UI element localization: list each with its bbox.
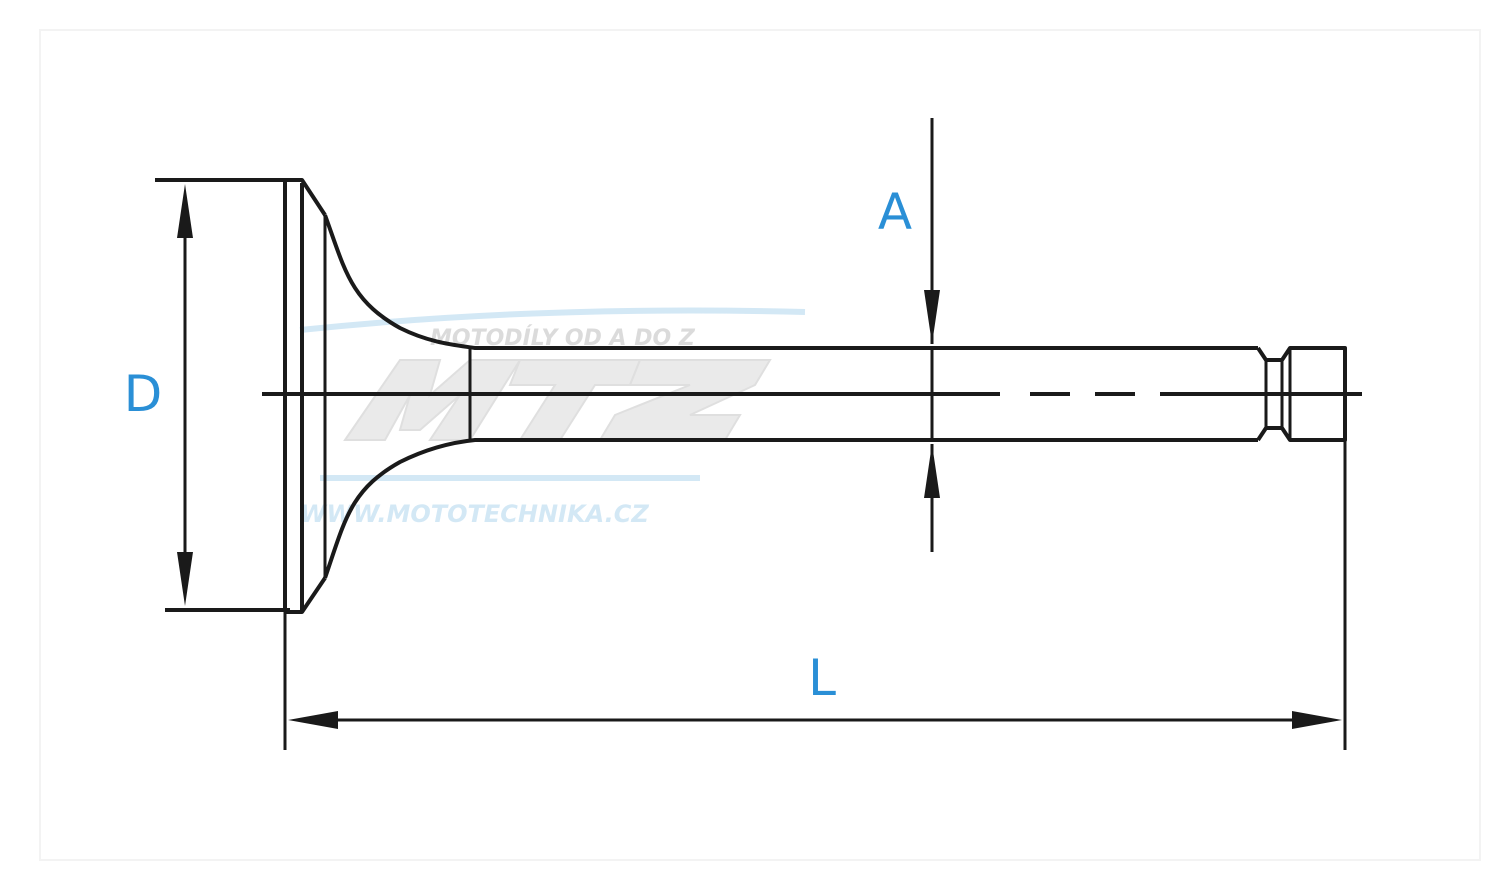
d-arrow-top — [177, 184, 193, 238]
a-arrow-top — [924, 290, 940, 344]
l-arrow-right — [1292, 711, 1342, 729]
valve-head-top — [285, 178, 327, 217]
dimension-a — [924, 118, 940, 552]
a-arrow-bottom — [924, 444, 940, 498]
mtz-swoosh — [299, 307, 806, 481]
label-l: L — [808, 649, 836, 707]
d-arrow-bottom — [177, 552, 193, 606]
label-d: D — [124, 365, 163, 423]
label-a: A — [878, 183, 912, 241]
dimension-l — [283, 440, 1347, 750]
mtz-logo — [343, 359, 772, 441]
watermark-url: WWW.MOTOTECHNIKA.CZ — [300, 500, 649, 528]
mtz-watermark: MOTODÍLY OD A DO Z WWW.MOTOTECHNIKA.CZ — [299, 307, 806, 528]
background-frame — [39, 29, 1481, 861]
valve-neck-upper — [323, 214, 1258, 350]
valve-head-bottom — [285, 576, 327, 614]
valve-neck-lower — [323, 438, 1258, 579]
dimension-d — [155, 178, 290, 612]
l-arrow-left — [288, 711, 338, 729]
